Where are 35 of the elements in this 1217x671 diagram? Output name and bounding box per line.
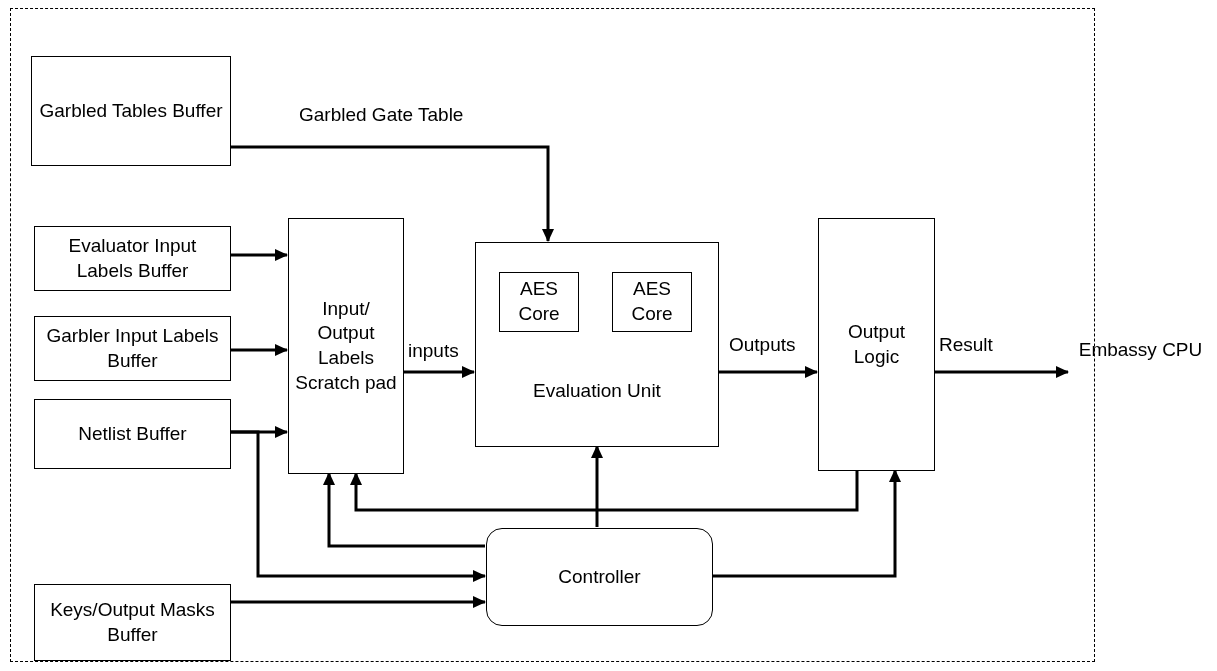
block-label: Output Logic bbox=[846, 319, 906, 369]
arrow bbox=[591, 445, 603, 527]
block-box bbox=[34, 316, 231, 381]
arrow bbox=[350, 470, 859, 512]
block-box bbox=[288, 218, 404, 474]
arrow bbox=[934, 366, 1069, 378]
arrow bbox=[718, 366, 818, 378]
controller-box bbox=[486, 528, 713, 626]
block-box bbox=[818, 218, 935, 471]
block-label: AES Core bbox=[630, 277, 674, 326]
block-box bbox=[31, 56, 231, 166]
block-label: Evaluation Unit bbox=[533, 379, 661, 404]
block-label: AES Core bbox=[517, 277, 561, 326]
block-label: Keys/Output Masks Buffer bbox=[49, 597, 216, 647]
block-box bbox=[34, 584, 231, 661]
arrow bbox=[230, 145, 554, 242]
block-box bbox=[475, 242, 719, 447]
arrow bbox=[403, 366, 475, 378]
block-box bbox=[34, 226, 231, 291]
arrow bbox=[230, 344, 288, 356]
block-box bbox=[34, 399, 231, 469]
destination-label: Embassy CPU bbox=[1078, 337, 1203, 362]
arrow bbox=[712, 469, 901, 578]
block-label: Netlist Buffer bbox=[78, 421, 187, 446]
block-label: Evaluator Input Labels Buffer bbox=[67, 233, 198, 283]
arrow bbox=[230, 249, 288, 261]
block-label: Garbler Input Labels Buffer bbox=[45, 323, 220, 373]
arrow bbox=[323, 472, 485, 548]
arrow bbox=[230, 430, 486, 582]
core-box bbox=[612, 272, 692, 332]
block-label: Controller bbox=[558, 564, 641, 589]
block-label: Garbled Tables Buffer bbox=[39, 98, 223, 123]
arrow bbox=[230, 596, 486, 608]
core-box bbox=[499, 272, 579, 332]
block-label: Input/ Output Labels Scratch pad bbox=[295, 296, 397, 395]
